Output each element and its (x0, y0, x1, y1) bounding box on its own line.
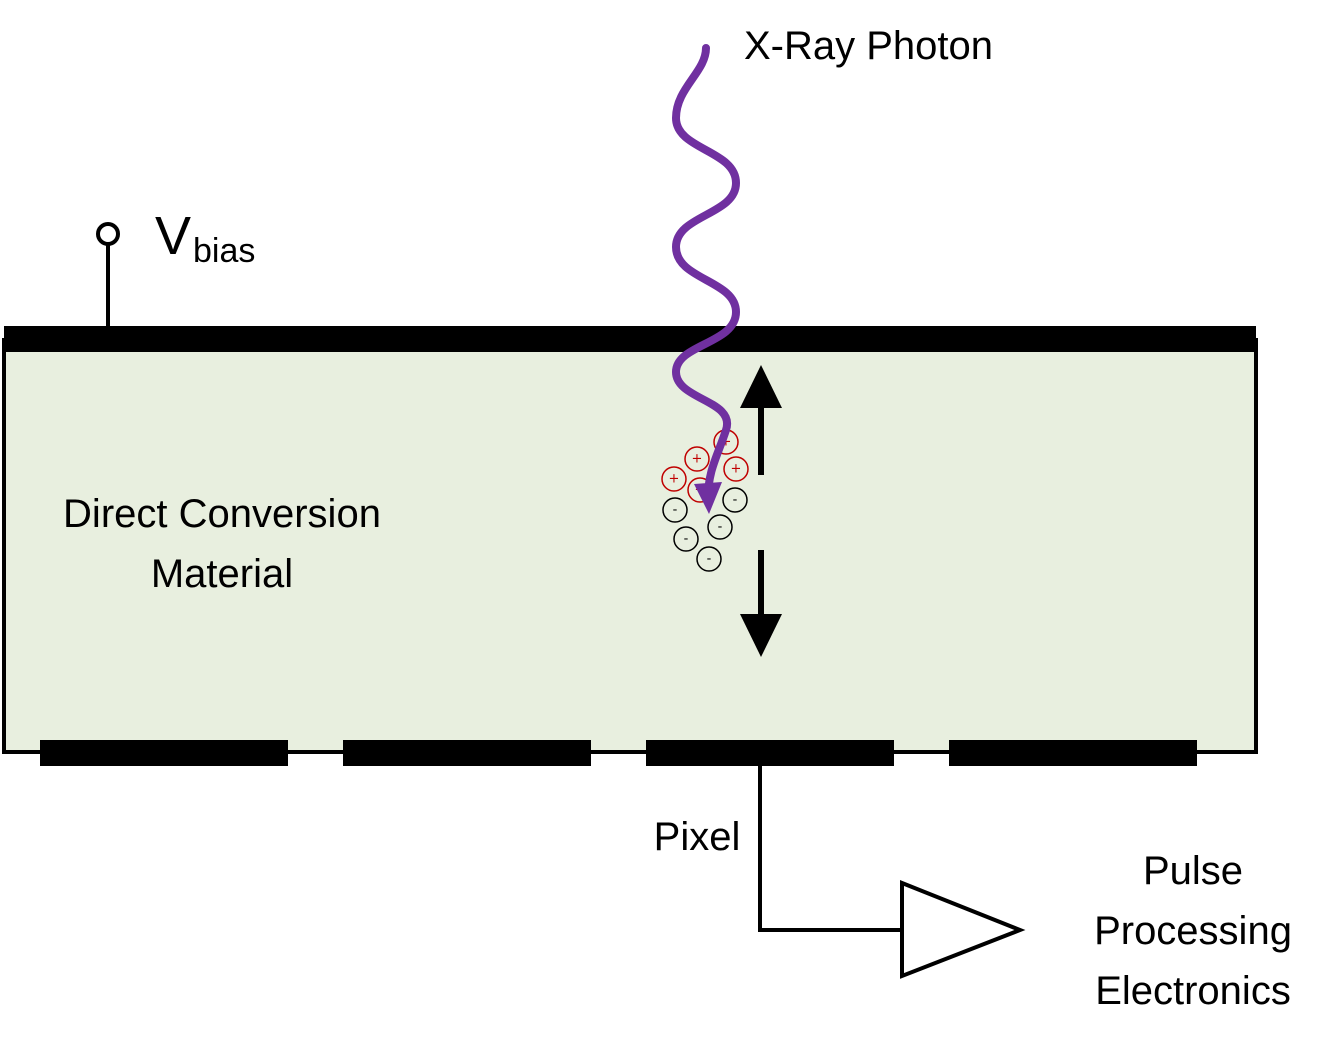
svg-text:-: - (673, 503, 678, 518)
svg-text:+: + (692, 452, 703, 467)
xray-photon-path (671, 44, 741, 502)
electronics-label-line1: Pulse (1143, 849, 1243, 893)
electrons: - - - - - (662, 487, 748, 572)
top-electrode (4, 326, 1256, 352)
electron: - (707, 514, 733, 540)
photon-arrowhead-icon (694, 482, 722, 514)
electronics-label-line2: Processing (1094, 909, 1292, 953)
hole: + (723, 456, 749, 482)
pixel-electrodes (40, 740, 1197, 766)
svg-text:+: + (731, 462, 742, 477)
electron: - (722, 487, 748, 513)
terminal-circle-icon (96, 222, 120, 246)
pixel-electrode-4 (949, 740, 1197, 766)
photon-label: X-Ray Photon (744, 24, 993, 68)
svg-text:-: - (733, 493, 738, 508)
svg-text:-: - (707, 552, 712, 567)
pixel-electrode-2 (343, 740, 591, 766)
svg-text:-: - (684, 532, 689, 547)
svg-text:+: + (669, 472, 680, 487)
hole: + (661, 466, 687, 492)
signal-wire (758, 766, 902, 932)
material-label-line1: Direct Conversion (63, 492, 381, 536)
svg-text:-: - (718, 520, 723, 535)
hole: + (684, 446, 710, 472)
pixel-electrode-3 (646, 740, 894, 766)
electron: - (673, 526, 699, 552)
electronics-label-line3: Electronics (1095, 969, 1291, 1013)
amplifier-triangle-icon (900, 880, 1026, 979)
electron: - (696, 546, 722, 572)
arrow-down-icon (740, 550, 782, 657)
pixel-electrode-1 (40, 740, 288, 766)
pixel-label: Pixel (654, 815, 741, 859)
vbias-subscript: bias (193, 232, 255, 270)
arrow-up-icon (740, 365, 782, 475)
material-label-line2: Material (151, 552, 293, 596)
vbias-label: V (155, 206, 191, 266)
electron: - (662, 497, 688, 523)
conversion-material (2, 338, 1258, 754)
